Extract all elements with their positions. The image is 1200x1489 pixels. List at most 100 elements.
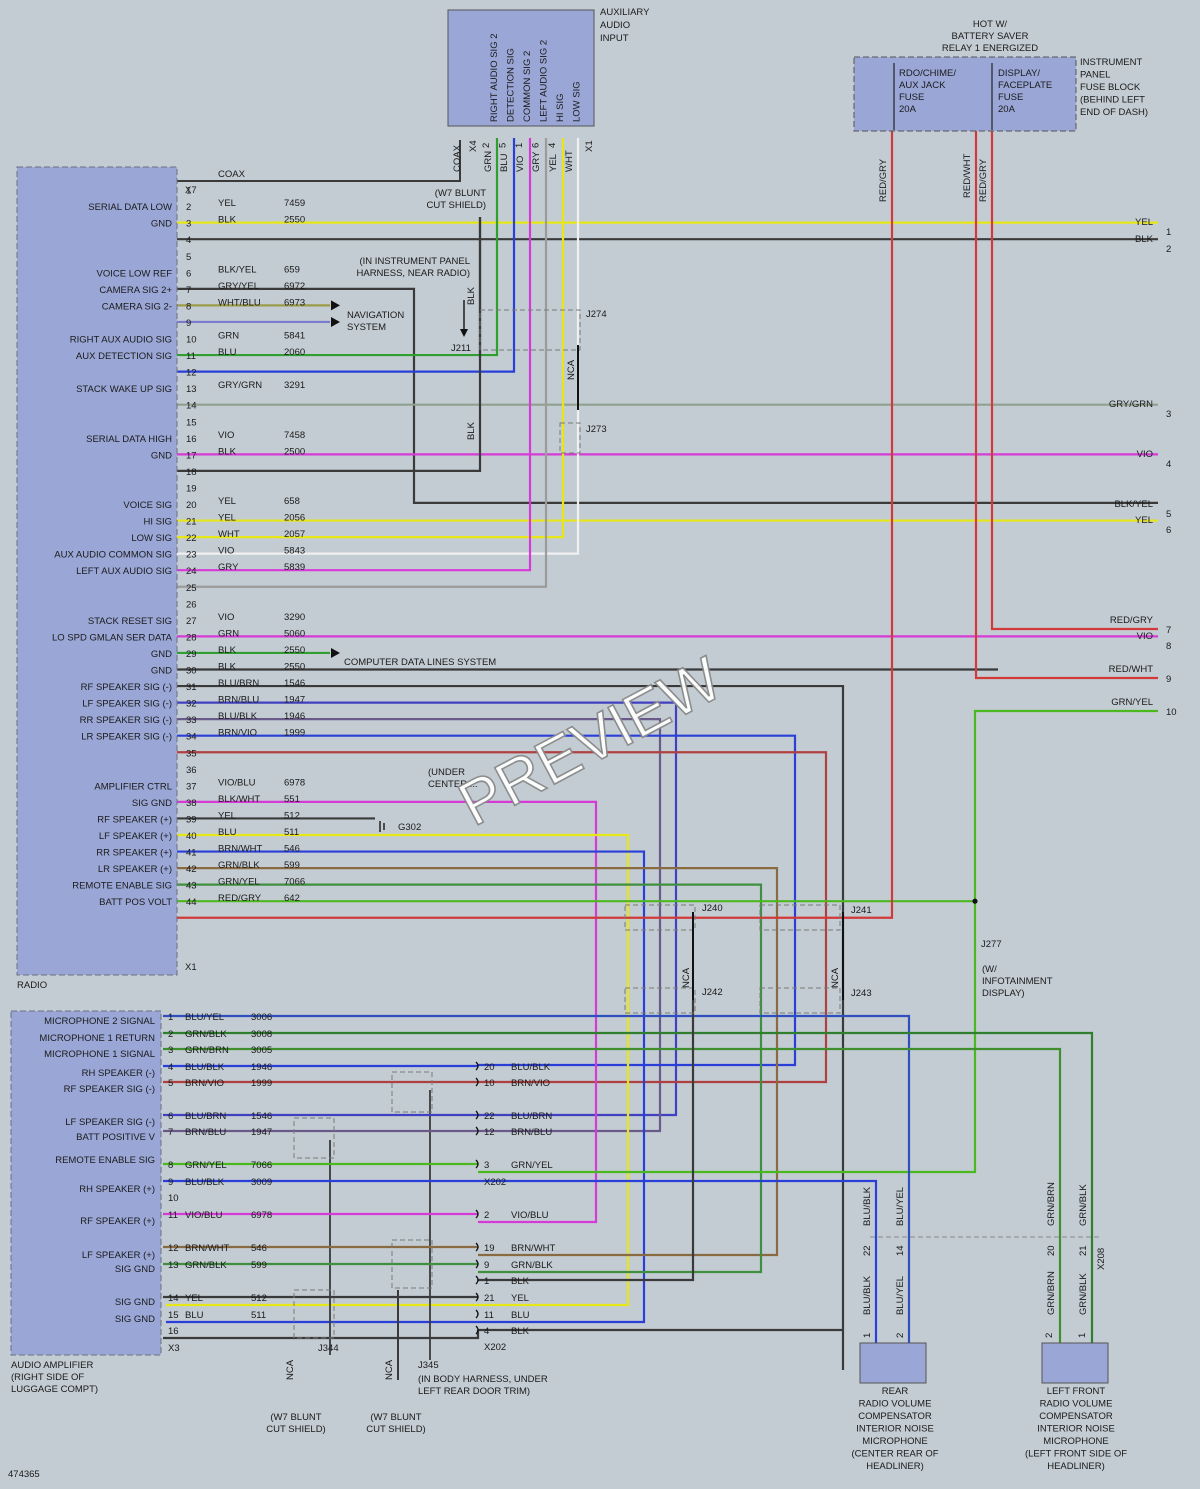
radio-wire-circuit: 2056 (284, 513, 305, 524)
splice-j241-shield (759, 904, 841, 931)
radio-pin-number: 35 (186, 748, 197, 759)
diagram-number: 474365 (8, 1469, 40, 1480)
radio-pin-number: 16 (186, 434, 197, 445)
radio-wire-color: GRY/GRN (218, 380, 262, 391)
radio-pin-label: STACK WAKE UP SIG (76, 384, 172, 395)
x208-pin-number: 22 (862, 1245, 873, 1256)
fuse-block-title: (BEHIND LEFT (1080, 95, 1145, 106)
amplifier-name: (RIGHT SIDE OF (11, 1372, 84, 1383)
radio-pin-label: CAMERA SIG 2+ (99, 285, 172, 296)
splice-shield (293, 1117, 335, 1159)
amp-pin-label: RH SPEAKER (-) (82, 1068, 155, 1079)
fuse-wire-1: RED/GRY (878, 158, 889, 202)
x202-wire-color: VIO/BLU (511, 1210, 549, 1221)
radio-wire-color: YEL (218, 496, 236, 507)
aux-wire-color: VIO (515, 156, 526, 172)
navigation-label: SYSTEM (347, 322, 386, 333)
amp-wire-color: BLU/BLK (185, 1062, 225, 1073)
aux-signal-label: DETECTION SIG (506, 48, 517, 122)
radio-pin-label: HI SIG (143, 517, 172, 528)
x202-pin-number: 20 (484, 1062, 495, 1073)
amp-pin-number: 10 (168, 1193, 179, 1204)
aux-pin-number: 2 (481, 143, 492, 148)
radio-pin-number: 41 (186, 848, 197, 859)
aux-wire-color: GRY (531, 151, 542, 172)
wire-pin23 (177, 138, 532, 572)
radio-pin-number: 22 (186, 533, 197, 544)
front-microphone (1041, 1342, 1109, 1384)
fuse1-label: FUSE (899, 92, 924, 103)
x208-wire-color: GRN/BLK (1078, 1184, 1089, 1226)
radio-name: RADIO (17, 980, 47, 991)
x208-pin-number: 14 (895, 1245, 906, 1256)
radio-wire-color: BLU/BRN (218, 678, 259, 689)
splice-label: J243 (851, 988, 872, 999)
j345-note: (IN BODY HARNESS, UNDER (418, 1374, 548, 1385)
fuse-hot-label: HOT W/ (973, 19, 1007, 30)
amp-pin-label: SIG GND (115, 1297, 155, 1308)
x202-pin-mark (475, 1325, 479, 1335)
amp-pin-label: RF SPEAKER SIG (-) (64, 1084, 155, 1095)
x208-name: X208 (1096, 1248, 1107, 1270)
radio-pin-number: 8 (186, 301, 191, 312)
amp-wire-circuit: 3008 (251, 1029, 272, 1040)
aux-signal-label: RIGHT AUDIO SIG 2 (489, 33, 500, 122)
amp-wire-color: GRN/BLK (185, 1260, 227, 1271)
x202-pin-number: 2 (484, 1210, 489, 1221)
radio-wire-circuit: 3290 (284, 612, 305, 623)
fuse1-label: RDO/CHIME/ (899, 68, 956, 79)
amp-pin-label: SIG GND (115, 1264, 155, 1275)
wire-pin32 (177, 718, 662, 1133)
amp-wire-circuit: 546 (251, 1243, 267, 1254)
wire-pin41 (177, 866, 779, 1257)
fuse-block (853, 56, 1077, 132)
radio-wire-circuit: 6972 (284, 281, 305, 292)
radio-wire-color: VIO (218, 612, 234, 623)
x208-wire-color: GRN/BRN (1046, 1182, 1057, 1226)
radio-pin-number: 10 (186, 335, 197, 346)
blunt-cut-note-2: (W7 BLUNT (370, 1412, 421, 1423)
fuse1-label: 20A (899, 104, 917, 115)
aux-wire-color: BLU (499, 153, 510, 172)
blunt-cut-note-2: CUT SHIELD) (366, 1424, 425, 1435)
radio-wire-circuit: 2500 (284, 446, 305, 457)
wires-layer (163, 130, 1158, 1380)
radio-wire-circuit: 1947 (284, 695, 305, 706)
amp-pin-number: 1 (168, 1012, 173, 1023)
radio-pin-label: RIGHT AUX AUDIO SIG (70, 335, 172, 346)
right-wire-color: YEL (1135, 217, 1153, 228)
fuse-wire-2b: RED/GRY (978, 158, 989, 202)
rear-mic-label: INTERIOR NOISE (856, 1424, 934, 1435)
aux-wire-color: COAX (452, 144, 463, 172)
radio-wire-circuit: 512 (284, 810, 300, 821)
right-wire-color: GRY/GRN (1109, 399, 1153, 410)
radio-wire-circuit: 659 (284, 264, 300, 275)
radio-pin-number: 5 (186, 252, 191, 263)
amp-wire-color: BRN/BLU (185, 1127, 226, 1138)
amp-wire-circuit: 7066 (251, 1160, 272, 1171)
radio-pin-number: 11 (186, 351, 196, 362)
amp-wire-color: YEL (185, 1293, 203, 1304)
right-wire-color: YEL (1135, 515, 1153, 526)
blk-label: BLK (466, 286, 477, 305)
radio-pin-label: AUX DETECTION SIG (76, 351, 172, 362)
radio-pin-number: 30 (186, 666, 197, 677)
radio-pin-label: VOICE LOW REF (97, 268, 173, 279)
aux-pin-number: 1 (514, 143, 525, 148)
splice-shield (391, 1071, 433, 1113)
fuse-block-title: PANEL (1080, 70, 1110, 81)
x202-pin-number: 12 (484, 1127, 495, 1138)
wire-pin11 (177, 138, 516, 373)
radio-wire-color: BRN/BLU (218, 695, 259, 706)
splice-j240-shield (624, 904, 696, 931)
radio-pin-number: 18 (186, 467, 197, 478)
radio-pin-number: 2 (186, 202, 191, 213)
under-center-note: CENTER ... (428, 779, 478, 790)
front-mic-label: RADIO VOLUME (1040, 1399, 1113, 1410)
radio-connector-x7: X7 (185, 185, 197, 196)
x202-pin-mark (475, 1292, 479, 1302)
fuse-block-title: INSTRUMENT (1080, 57, 1142, 68)
radio-pin-label: AUX AUDIO COMMON SIG (54, 550, 172, 561)
radio-coax-label: COAX (218, 169, 246, 180)
